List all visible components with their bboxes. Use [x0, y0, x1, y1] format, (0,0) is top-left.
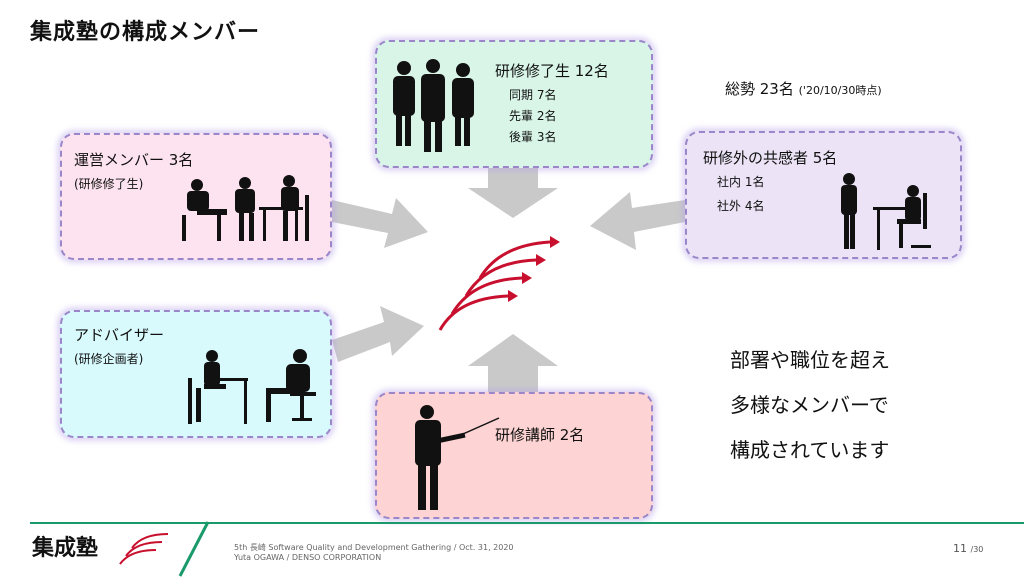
arrow-up-from-instructors	[468, 334, 558, 392]
message-line: 部署や職位を超え	[730, 348, 890, 372]
management-box: 運営メンバー 3名 (研修修了生)	[60, 133, 332, 260]
message-line: 構成されています	[730, 438, 890, 462]
footer-logo: 集成塾	[32, 535, 99, 561]
footer-event: 5th 長崎 Software Quality and Development …	[234, 543, 514, 552]
graduates-item: 同期 7名	[509, 88, 557, 102]
businessmen-silhouette-icon	[393, 59, 474, 152]
arrow-from-advisors	[332, 306, 424, 362]
arrow-from-management	[332, 198, 428, 248]
page-current: 11	[953, 542, 967, 555]
page-total: /30	[970, 545, 984, 554]
footer-divider	[30, 522, 1024, 524]
page-number: 11 /30	[953, 542, 983, 555]
graduates-box: 研修修了生 12名 同期 7名 先輩 2名 後輩 3名	[375, 40, 653, 168]
footer-slash	[178, 521, 210, 577]
message-line: 多様なメンバーで	[730, 393, 889, 417]
instructors-title: 研修講師 2名	[495, 426, 585, 444]
presenter-silhouette-icon	[415, 405, 500, 510]
page-title: 集成塾の構成メンバー	[30, 20, 261, 45]
sympathizers-box: 研修外の共感者 5名 社内 1名 社外 4名	[685, 131, 962, 259]
graduates-item: 先輩 2名	[509, 109, 557, 123]
graduates-title: 研修修了生 12名	[495, 62, 609, 80]
total-note: ('20/10/30時点)	[798, 84, 882, 97]
graduates-item: 後輩 3名	[509, 130, 557, 144]
management-title: 運営メンバー 3名	[74, 151, 194, 169]
footer-author: Yuta OGAWA / DENSO CORPORATION	[234, 553, 382, 562]
consultation-silhouette-icon	[188, 349, 316, 424]
total-main: 総勢 23名	[725, 80, 794, 98]
arrow-down-from-graduates	[468, 168, 558, 218]
swoosh-arrows-icon	[438, 240, 551, 331]
sympathizers-title: 研修外の共感者 5名	[703, 149, 838, 167]
meeting-silhouette-icon	[182, 175, 309, 241]
office-workers-silhouette-icon	[841, 173, 931, 250]
advisors-note: (研修企画者)	[74, 352, 144, 366]
advisors-title: アドバイザー	[74, 326, 165, 344]
sympathizers-item: 社内 1名	[717, 175, 765, 189]
instructors-box: 研修講師 2名	[375, 392, 653, 519]
sympathizers-item: 社外 4名	[717, 199, 765, 213]
message-block: 部署や職位を超え 多様なメンバーで 構成されています	[730, 338, 890, 473]
arrow-from-sympathizers	[590, 192, 685, 250]
footer-swoosh-icon	[119, 533, 169, 565]
advisors-box: アドバイザー (研修企画者)	[60, 310, 332, 438]
management-note: (研修修了生)	[74, 177, 144, 191]
total-count: 総勢 23名 ('20/10/30時点)	[725, 78, 882, 99]
